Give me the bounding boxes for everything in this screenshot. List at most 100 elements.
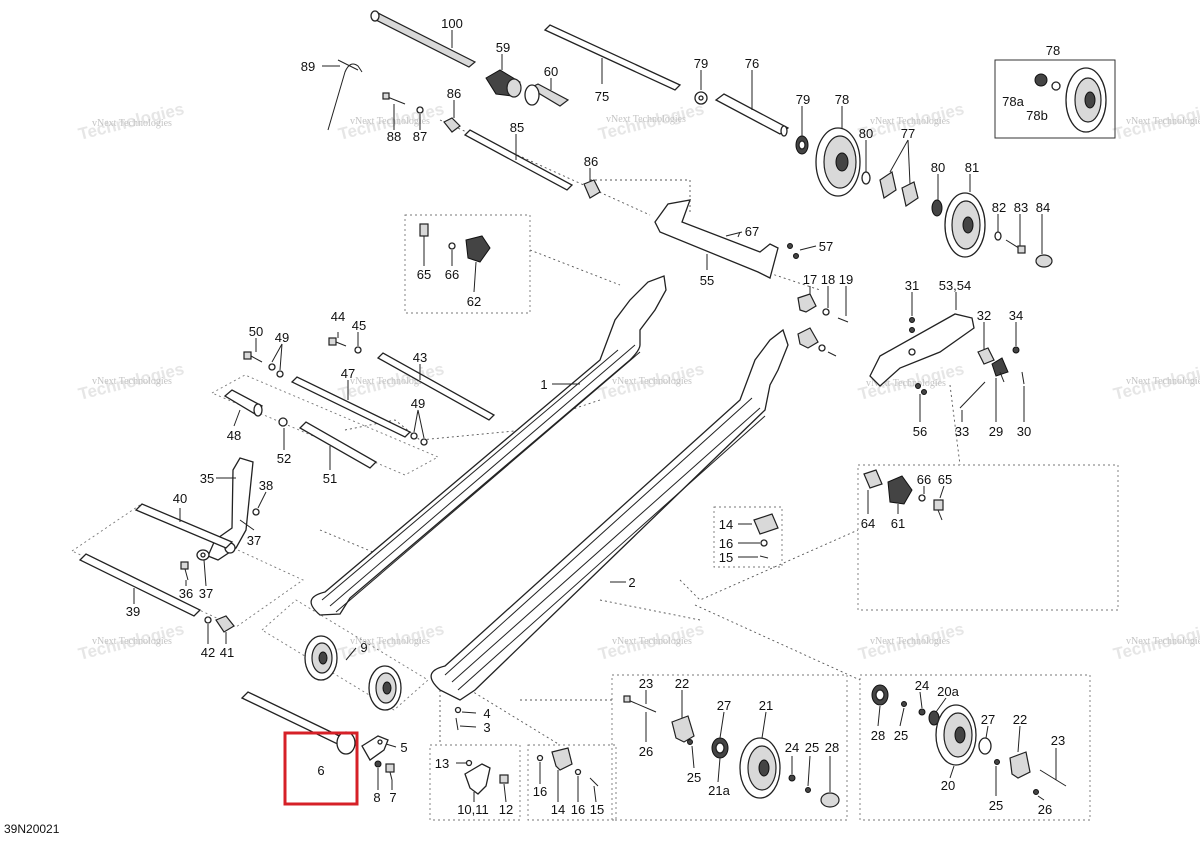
watermark-text: vNext Technologies — [92, 376, 172, 387]
label-25-a: 25 — [894, 728, 908, 743]
watermark-text: vNext Technologies — [606, 114, 686, 125]
part-16-14-16-15-box — [536, 747, 599, 787]
label-39: 39 — [126, 604, 140, 619]
label-25-b: 25 — [805, 740, 819, 755]
part-20-wheel-assembly — [871, 684, 1067, 795]
label-82: 82 — [992, 200, 1006, 215]
label-64: 64 — [861, 516, 875, 531]
label-25-c: 25 — [687, 770, 701, 785]
label-47: 47 — [341, 366, 355, 381]
label-79-top: 79 — [694, 56, 708, 71]
watermark-text: vNext Technologies — [92, 636, 172, 647]
part-18-washer — [818, 308, 830, 352]
label-49-b: 49 — [411, 396, 425, 411]
label-80-b: 80 — [931, 160, 945, 175]
label-7: 7 — [389, 790, 396, 805]
label-6: 6 — [317, 763, 324, 778]
label-79: 79 — [796, 92, 810, 107]
label-43: 43 — [413, 350, 427, 365]
label-26-a: 26 — [639, 744, 653, 759]
label-13: 13 — [435, 756, 449, 771]
part-2-rail-right — [430, 328, 789, 701]
box-shaft-51 — [210, 374, 440, 476]
highlight-box-part-6 — [283, 731, 359, 806]
box-bushing-62 — [404, 214, 531, 314]
watermarks: Technologies vNext Technologies Technolo… — [76, 99, 1200, 664]
part-78-detail — [1034, 67, 1107, 133]
label-12: 12 — [499, 802, 513, 817]
label-22-b: 22 — [1013, 712, 1027, 727]
label-80-a: 80 — [859, 126, 873, 141]
part-59-bushing — [485, 69, 522, 98]
label-27-b: 27 — [981, 712, 995, 727]
part-38-bolt — [252, 508, 260, 516]
label-78: 78 — [835, 92, 849, 107]
label-14-b: 14 — [551, 802, 565, 817]
label-15-a: 15 — [719, 550, 733, 565]
part-29-30-bolts — [999, 371, 1025, 385]
part-19-screw — [827, 317, 849, 357]
part-17-slider — [797, 293, 819, 349]
watermark-text: vNext Technologies — [1126, 376, 1200, 387]
label-78a: 78a — [1002, 94, 1024, 109]
box-wheel-78-detail — [994, 59, 1116, 139]
box-bracket-10 — [429, 744, 521, 821]
part-48-tube — [223, 389, 264, 417]
watermark-text: vNext Technologies — [612, 636, 692, 647]
part-81-wheel — [944, 192, 986, 258]
diagram-code: 39N20021 — [4, 822, 60, 836]
assembly-boxes — [71, 59, 1119, 821]
label-18: 18 — [821, 272, 835, 287]
label-23-b: 23 — [1051, 733, 1065, 748]
part-79-washer — [795, 135, 809, 155]
label-84: 84 — [1036, 200, 1050, 215]
box-slider-14b — [527, 744, 617, 821]
label-38: 38 — [259, 478, 273, 493]
label-4: 4 — [483, 706, 490, 721]
label-61: 61 — [891, 516, 905, 531]
part-52-washer — [278, 417, 288, 427]
box-wheel-9 — [261, 599, 429, 711]
label-86-a: 86 — [447, 86, 461, 101]
box-wheel-20 — [859, 674, 1091, 821]
watermark-text: vNext Technologies — [92, 118, 172, 129]
label-86-b: 86 — [584, 154, 598, 169]
label-89: 89 — [301, 59, 315, 74]
label-65-b: 65 — [938, 472, 952, 487]
part-50-bolt — [243, 351, 263, 363]
label-78-detail: 78 — [1046, 43, 1060, 58]
label-41: 41 — [220, 645, 234, 660]
part-3-4-screws — [454, 706, 462, 731]
part-39-shaft — [78, 553, 202, 617]
part-87-washer — [416, 106, 424, 114]
watermark-text: vNext Technologies — [1126, 636, 1200, 647]
part-53-54-bracket — [869, 313, 975, 387]
label-28-a: 28 — [871, 728, 885, 743]
box-slider-14 — [713, 506, 783, 568]
label-85: 85 — [510, 120, 524, 135]
part-64-61-66-65 — [863, 469, 944, 521]
label-25-d: 25 — [989, 798, 1003, 813]
box-shaft-39 — [71, 504, 304, 628]
label-65-a: 65 — [417, 267, 431, 282]
part-51-tube — [298, 421, 378, 469]
label-66-a: 66 — [445, 267, 459, 282]
part-5-bracket — [361, 735, 389, 761]
part-49-nuts — [268, 363, 428, 446]
part-76-shaft — [714, 93, 790, 137]
part-47-shaft — [290, 376, 412, 438]
part-9-wheels — [304, 635, 402, 711]
part-33-bolt — [959, 381, 986, 409]
watermark-text: vNext Technologies — [350, 116, 430, 127]
part-78-wheel — [815, 127, 861, 197]
watermark-text: vNext Technologies — [350, 376, 430, 387]
leader-lines — [319, 119, 961, 746]
part-65-62-66 — [419, 223, 491, 263]
label-78b: 78b — [1026, 108, 1048, 123]
label-36: 36 — [179, 586, 193, 601]
part-10-11-13-12-bracket — [464, 759, 509, 795]
part-88-bolt — [382, 92, 406, 105]
label-40: 40 — [173, 491, 187, 506]
label-10-11: 10,11 — [457, 802, 489, 817]
